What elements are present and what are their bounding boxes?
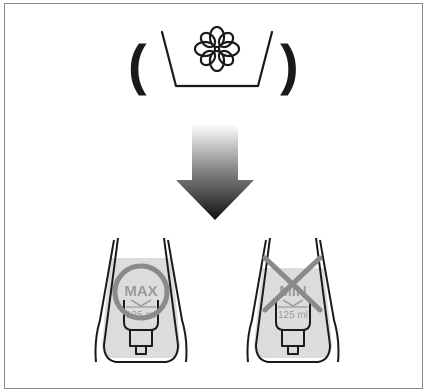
tank-liquid xyxy=(102,258,180,358)
volume-label: 125 ml xyxy=(278,310,308,321)
tank-outline xyxy=(246,237,340,363)
max-label: MAX xyxy=(124,283,157,300)
tank-incorrect: MIN 125 ml xyxy=(246,237,340,363)
circle-ok-icon xyxy=(112,263,170,321)
open-paren: ( xyxy=(128,33,147,96)
cross-not-ok-icon xyxy=(262,255,323,313)
wash-symbol: ( ) xyxy=(128,25,299,96)
close-paren: ) xyxy=(280,33,299,96)
min-chevron-icon xyxy=(282,299,304,307)
tank-outline xyxy=(94,237,188,363)
tank-liquid xyxy=(254,268,332,358)
delicate-wash-bowl-icon xyxy=(160,25,274,88)
down-arrow-gradient-icon xyxy=(176,124,254,220)
tank-correct: MAX 125 ml xyxy=(94,237,188,363)
max-chevron-icon xyxy=(130,299,152,307)
